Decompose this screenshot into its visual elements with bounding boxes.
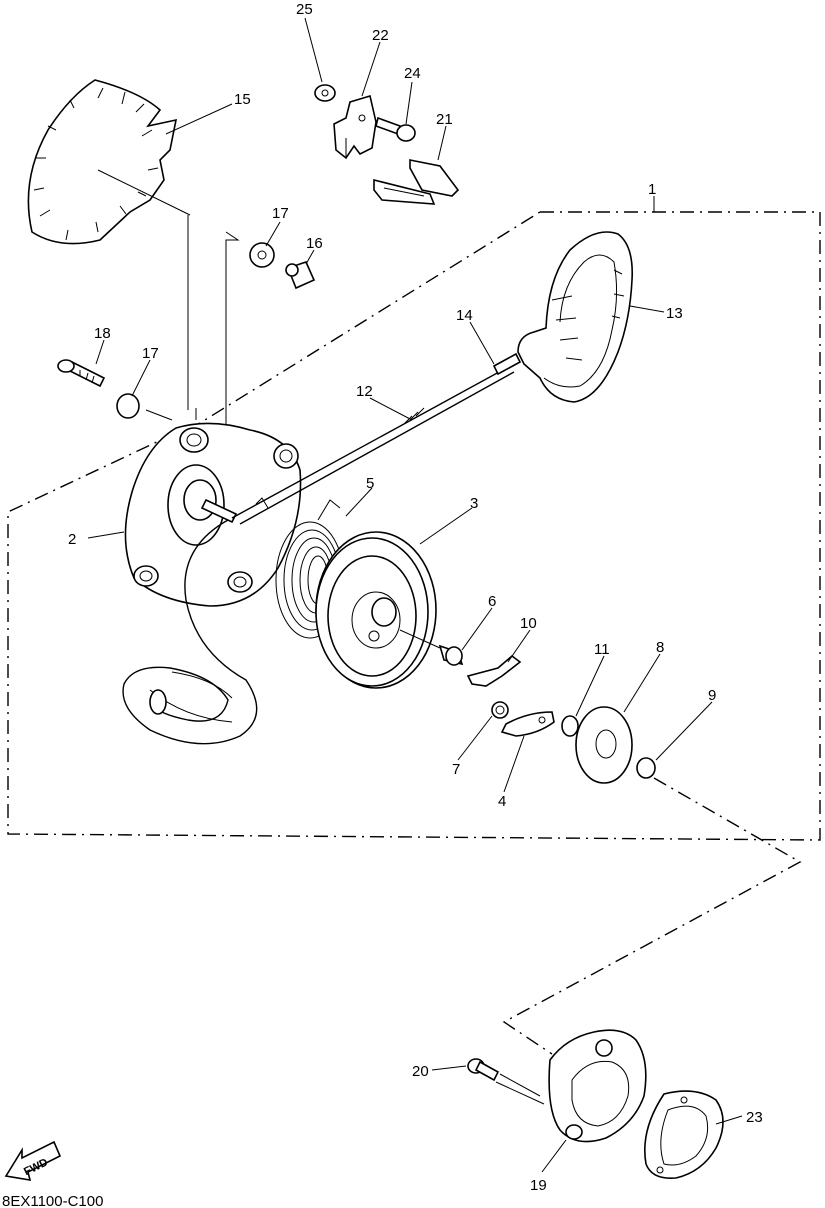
part-9-nut [636, 757, 656, 779]
callout-5: 5 [366, 475, 374, 492]
callout-15: 15 [234, 91, 251, 108]
callout-24: 24 [404, 65, 421, 82]
callout-9: 9 [708, 687, 716, 704]
callout-21: 23 [746, 1109, 763, 1126]
part-17-collar-upper [249, 242, 275, 268]
part-12-rope [122, 365, 515, 745]
part-7-spring [491, 701, 509, 719]
callout-19: 19 [530, 1177, 547, 1194]
callout-7: 7 [452, 761, 460, 778]
part-3-sheave-drum [315, 531, 441, 689]
callout-17-upper: 17 [272, 205, 289, 222]
part-15-decal [27, 79, 197, 420]
part-24-bolt [375, 116, 416, 142]
leader-path-17 [225, 231, 240, 430]
part-14-rope-end [492, 352, 522, 376]
callout-3: 3 [470, 495, 478, 512]
part-20-bolt [467, 1058, 500, 1082]
callout-6: 6 [488, 593, 496, 610]
callout-23: 22 [372, 27, 389, 44]
routing-line [502, 777, 802, 1055]
callout-10: 10 [520, 615, 537, 632]
callout-1: 1 [648, 181, 656, 198]
callout-17-lower: 17 [142, 345, 159, 362]
part-10-pawl-spring [466, 654, 522, 687]
part-21-gasket [644, 1090, 724, 1180]
part-25-nut [314, 84, 336, 102]
part-22-clip [373, 159, 460, 205]
part-23-bracket [333, 94, 377, 160]
part-18-bolt [57, 359, 106, 388]
drawing-code: 8EX1100-C100 [2, 1193, 103, 1208]
leader-lines [87, 17, 743, 1173]
callout-11: 11 [594, 641, 610, 658]
part-17-collar-lower [116, 393, 140, 419]
fwd-arrow-badge: FWD [4, 1140, 62, 1181]
part-11-washer [561, 715, 579, 737]
callout-20: 20 [412, 1063, 429, 1080]
leader-18-17 [145, 409, 173, 421]
part-16-bushing [285, 261, 316, 290]
callout-25: 25 [296, 1, 313, 18]
callout-4: 4 [498, 793, 506, 810]
part-4-pawl [500, 711, 555, 737]
part-19-pulley-housing [495, 1029, 647, 1143]
callout-22: 21 [436, 111, 453, 128]
callout-labels: 25 22 24 21 15 17 16 1 13 14 18 17 12 5 … [68, 1, 763, 1194]
callout-2: 2 [68, 531, 76, 548]
callout-14: 14 [456, 307, 473, 324]
part-6-spring [438, 644, 464, 666]
part-13-starter-handle [517, 231, 634, 403]
callout-13: 13 [666, 305, 683, 322]
callout-16: 16 [306, 235, 323, 252]
part-2-starter-case [124, 422, 302, 607]
callout-18: 18 [94, 325, 111, 342]
part-8-drive-plate [575, 706, 633, 784]
callout-8: 8 [656, 639, 664, 656]
callout-12: 12 [356, 383, 373, 400]
